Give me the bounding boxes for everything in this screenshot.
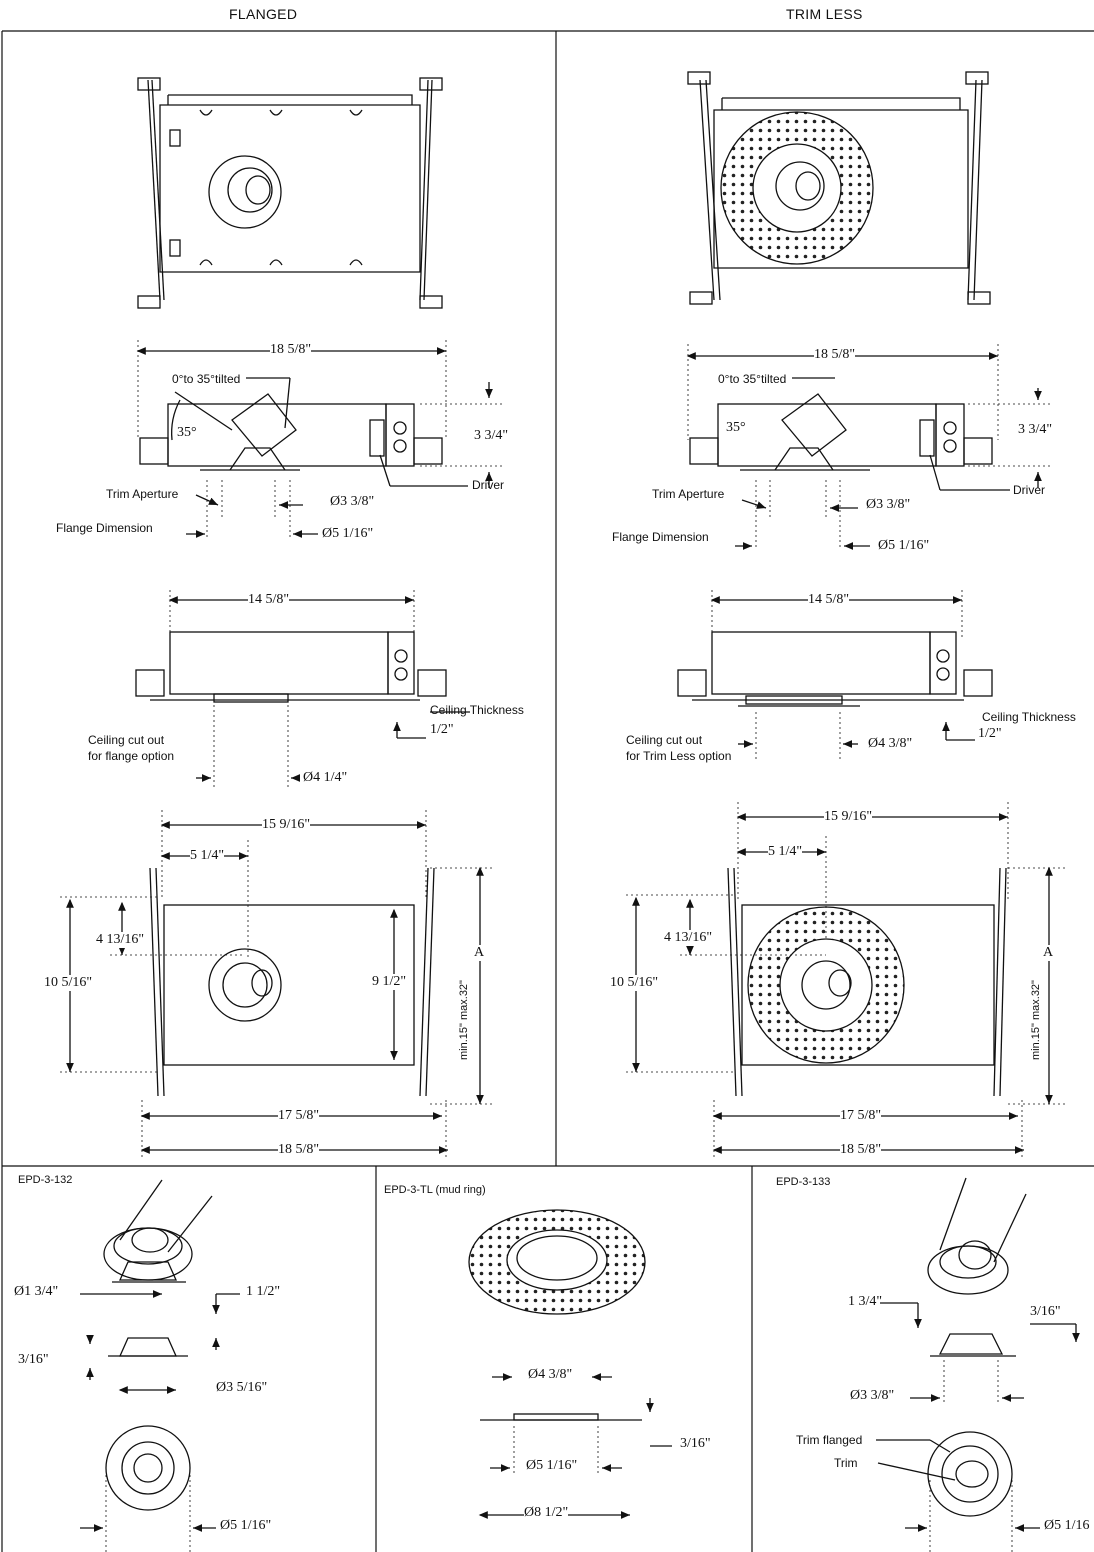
flanged-driver-label: Driver <box>472 478 504 492</box>
trimless-plan-width-inner: 17 5/8" <box>840 1108 882 1124</box>
epd-3-tl-d1: Ø4 3/8" <box>528 1367 573 1382</box>
flanged-header: FLANGED <box>229 6 298 22</box>
trimless-cutout-label-2: for Trim Less option <box>626 749 732 763</box>
epd-3-133-drawing <box>876 1177 1080 1552</box>
trimless-flange-dimension-label: Flange Dimension <box>612 530 709 544</box>
trimless-plan-width-top: 15 9/16" <box>824 809 873 825</box>
trimless-tilt-angle: 35° <box>726 420 746 435</box>
flanged-cutout-label-2: for flange option <box>88 749 175 763</box>
trimless-tilt-label: 0°to 35°tilted <box>718 372 787 386</box>
flanged-aperture-dia: Ø3 3/8" <box>330 494 375 509</box>
epd-3-133-d4: Ø5 1/16 <box>1044 1518 1090 1533</box>
trimless-trim-aperture-label: Trim Aperture <box>652 487 725 501</box>
flanged-plan-range: min.15" max.32" <box>458 980 470 1060</box>
flanged-plan-depth: 10 5/16" <box>44 975 93 991</box>
flanged-cutout-label-1: Ceiling cut out <box>88 733 165 747</box>
epd-3-133-trim-flanged-label: Trim flanged <box>796 1433 863 1447</box>
epd-3-tl-drawing <box>468 1209 672 1519</box>
flanged-mid-view <box>135 590 470 790</box>
trimless-header: TRIM LESS <box>786 6 863 22</box>
flanged-plan-offset: 5 1/4" <box>190 848 225 864</box>
trimless-mid-view <box>677 590 993 762</box>
flanged-cutout-dia: Ø4 1/4" <box>303 770 348 785</box>
flanged-side-view <box>136 340 505 540</box>
flanged-plan-inner-height: 9 1/2" <box>372 974 407 990</box>
trimless-plan-offset: 5 1/4" <box>768 844 803 860</box>
epd-3-132-d1: Ø1 3/4" <box>14 1284 59 1299</box>
trimless-height: 3 3/4" <box>1018 422 1053 437</box>
panel-title-epd-3-132: EPD-3-132 <box>18 1174 73 1186</box>
flanged-tilt-label: 0°to 35°tilted <box>172 372 241 386</box>
panel-title-epd-3-tl: EPD-3-TL (mud ring) <box>384 1184 486 1196</box>
flanged-tilt-angle: 35° <box>177 425 197 440</box>
flanged-thickness: 1/2" <box>430 722 454 737</box>
trimless-driver-label: Driver <box>1013 483 1045 497</box>
trimless-aperture-dia: Ø3 3/8" <box>866 497 911 512</box>
flanged-overall-width: 18 5/8" <box>270 342 312 358</box>
flanged-mid-width: 14 5/8" <box>248 592 290 608</box>
flanged-ceiling-thickness-label: Ceiling Thickness <box>430 703 524 717</box>
trimless-plan-depth-offset: 4 13/16" <box>664 930 713 946</box>
epd-3-132-d3: 3/16" <box>18 1352 49 1367</box>
trimless-ceiling-thickness-label: Ceiling Thickness <box>982 710 1076 724</box>
flanged-plan-depth-offset: 4 13/16" <box>96 932 145 948</box>
trimless-cutout-label-1: Ceiling cut out <box>626 733 703 747</box>
flanged-housing-top <box>137 77 443 309</box>
epd-3-132-drawing <box>80 1179 240 1552</box>
trimless-plan-depth: 10 5/16" <box>610 975 659 991</box>
epd-3-133-d2: 3/16" <box>1030 1304 1061 1319</box>
flanged-trim-aperture-label: Trim Aperture <box>106 487 179 501</box>
trimless-overall-width: 18 5/8" <box>814 347 856 363</box>
epd-3-tl-d2: 3/16" <box>680 1436 711 1451</box>
flanged-plan-a-label: A <box>474 945 485 961</box>
frame-lines <box>1 30 1094 1552</box>
trimless-flange-dia: Ø5 1/16" <box>878 538 930 553</box>
trimless-thickness: 1/2" <box>978 726 1002 741</box>
trimless-mid-width: 14 5/8" <box>808 592 850 608</box>
epd-3-132-d4: Ø3 5/16" <box>216 1380 268 1395</box>
epd-3-tl-d3: Ø5 1/16" <box>526 1458 578 1473</box>
trimless-cutout-dia: Ø4 3/8" <box>868 736 913 751</box>
trimless-housing-top <box>687 71 991 305</box>
flanged-flange-dimension-label: Flange Dimension <box>56 521 153 535</box>
epd-3-133-d1: 1 3/4" <box>848 1294 883 1309</box>
trimless-plan-width-outer: 18 5/8" <box>840 1142 882 1158</box>
trimless-plan-range: min.15" max.32" <box>1030 980 1042 1060</box>
flanged-height: 3 3/4" <box>474 428 509 443</box>
epd-3-tl-d4: Ø8 1/2" <box>524 1505 569 1521</box>
flanged-flange-dia: Ø5 1/16" <box>322 526 374 541</box>
epd-3-133-trim-label: Trim <box>834 1456 858 1470</box>
trimless-plan-a-label: A <box>1043 945 1054 961</box>
epd-3-132-d5: Ø5 1/16" <box>220 1518 272 1533</box>
flanged-plan-width-top: 15 9/16" <box>262 817 311 833</box>
epd-3-132-d2: 1 1/2" <box>246 1284 281 1299</box>
flanged-plan-width-outer: 18 5/8" <box>278 1142 320 1158</box>
panel-title-epd-3-133: EPD-3-133 <box>776 1176 831 1188</box>
epd-3-133-d3: Ø3 3/8" <box>850 1388 895 1403</box>
trimless-plan-view <box>626 802 1065 1160</box>
flanged-plan-width-inner: 17 5/8" <box>278 1108 320 1124</box>
